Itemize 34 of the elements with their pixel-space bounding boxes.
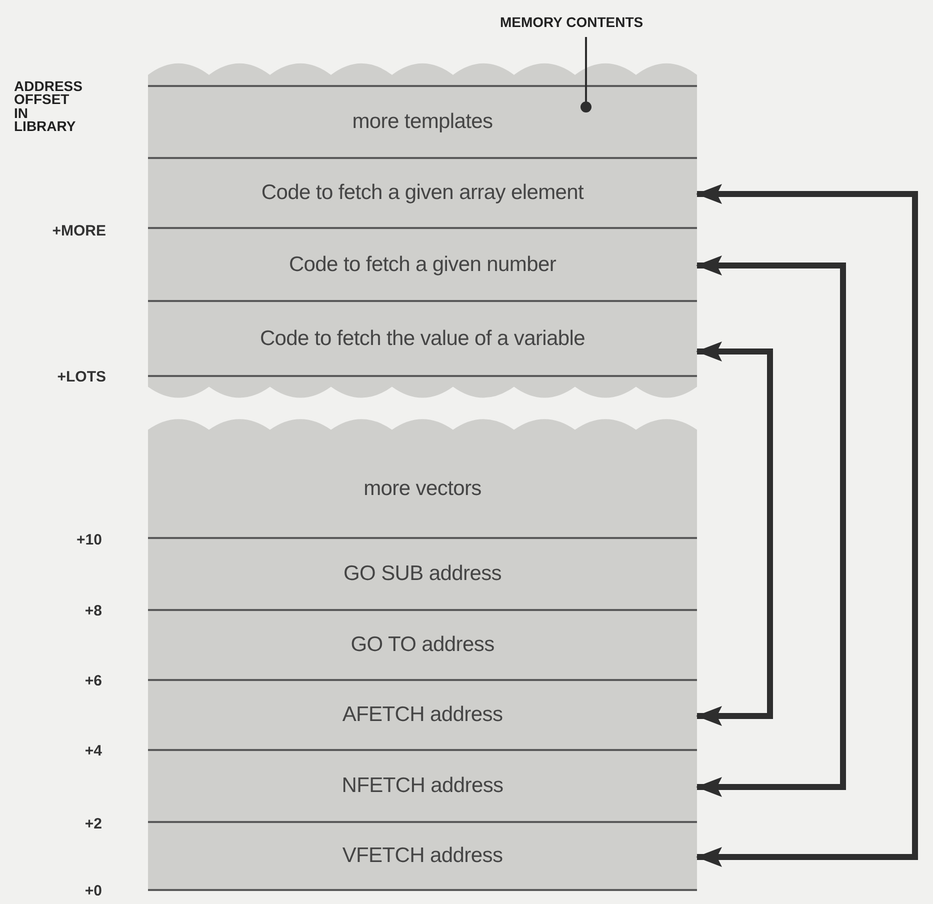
row-label: Code to fetch a given array element	[261, 181, 584, 205]
row-label: GO TO address	[350, 633, 494, 657]
row-label: Code to fetch the value of a variable	[260, 326, 586, 350]
leader-line	[580, 37, 592, 112]
row-label: more templates	[352, 110, 493, 134]
address-offset: +0	[84, 882, 102, 900]
memory-row	[148, 416, 697, 539]
axis-heading: ADDRESS OFFSET IN LIBRARY	[14, 80, 82, 134]
memory-row	[148, 229, 697, 302]
address-offset: +MORE	[51, 222, 106, 240]
address-offset: +4	[84, 742, 102, 760]
address-offset: +10	[76, 532, 102, 548]
address-offset: +8	[84, 602, 102, 620]
memory-row	[148, 302, 697, 401]
row-label: more vectors	[364, 477, 482, 501]
memory-row	[148, 539, 697, 611]
memory-row	[148, 681, 697, 751]
memory-row	[148, 751, 697, 823]
address-offset: +LOTS	[56, 368, 106, 386]
address-offset: +2	[84, 816, 102, 832]
arrow	[696, 184, 918, 867]
row-label: VFETCH address	[342, 844, 503, 868]
row-label: GO SUB address	[343, 562, 502, 586]
row-label: Code to fetch a given number	[288, 252, 556, 276]
address-offset: +6	[84, 672, 102, 690]
memory-row	[148, 60, 697, 159]
row-label: NFETCH address	[342, 774, 504, 798]
memory-row	[148, 611, 697, 681]
arrow	[696, 342, 773, 726]
memory-row	[148, 159, 697, 229]
memory-row	[148, 823, 697, 891]
arrow	[696, 256, 846, 797]
column-heading: MEMORY CONTENTS	[500, 14, 644, 30]
row-label: AFETCH address	[342, 703, 503, 727]
